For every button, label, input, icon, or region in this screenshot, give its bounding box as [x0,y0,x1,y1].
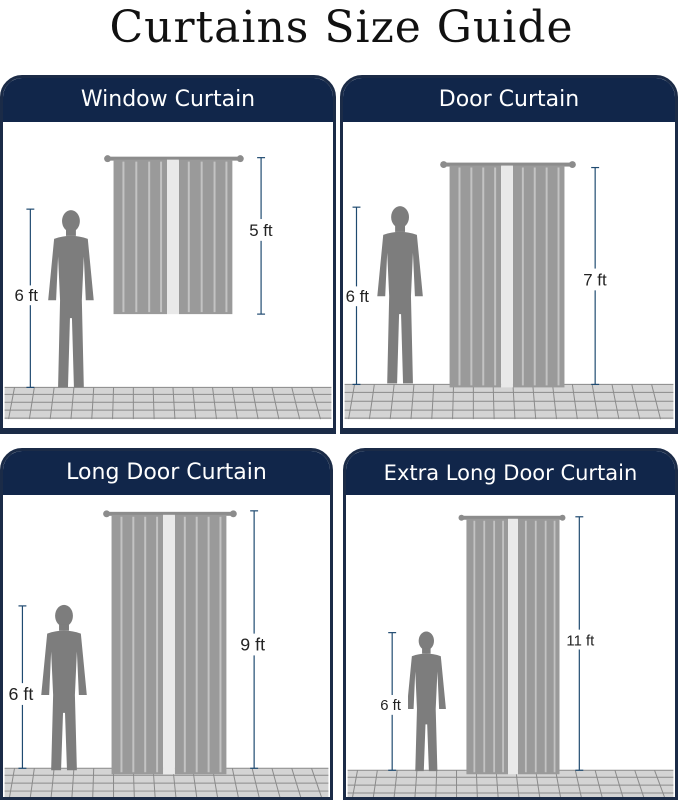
extra-long-door-curtain-illustration: 6 ft 11 ft [347,514,674,797]
curtain-length-label: 11 ft [566,634,595,650]
person-silhouette-icon [377,206,423,384]
curtain-panels [466,518,560,775]
curtain-rod [440,161,576,169]
curtain-rod [458,514,566,521]
person-height-label: 6 ft [346,287,370,306]
curtain-rod [103,510,237,518]
window-curtain-illustration: 6 ft 5 ft [4,155,332,420]
panel-title: Door Curtain [343,78,675,122]
person-height-label: 6 ft [380,698,402,714]
curtain-length-label: 9 ft [240,634,265,654]
person-height-label: 6 ft [15,286,39,305]
panel-divider [340,428,678,434]
panel-title: Window Curtain [3,78,333,122]
curtain-length-label: 7 ft [583,270,607,289]
person-silhouette-icon [41,604,87,771]
person-silhouette-icon [406,631,446,772]
person-silhouette-icon [48,210,94,388]
floor-tiles [347,769,674,797]
long-door-curtain-illustration: 6 ft 9 ft [4,510,329,797]
person-height-label: 6 ft [9,684,34,704]
panel-divider [0,428,336,434]
floor-tiles [344,383,674,420]
panel-door-curtain: Door Curtain [340,75,678,431]
door-curtain-illustration: 6 ft 7 ft [344,161,674,420]
curtain-panels [449,165,565,388]
panel-title: Extra Long Door Curtain [346,451,675,495]
floor-tiles [4,386,332,420]
page-title: Curtains Size Guide [109,2,574,53]
panel-long-door-curtain: Long Door Curtain [0,448,333,800]
panel-extra-long-door-curtain: Extra Long Door Curtain [343,448,678,800]
panel-title: Long Door Curtain [3,451,330,495]
curtain-panels [111,514,227,775]
curtain-rod [104,155,244,163]
panel-window-curtain: Window Curtain [0,75,336,431]
curtain-length-label: 5 ft [249,221,273,240]
curtain-panels [113,159,233,315]
